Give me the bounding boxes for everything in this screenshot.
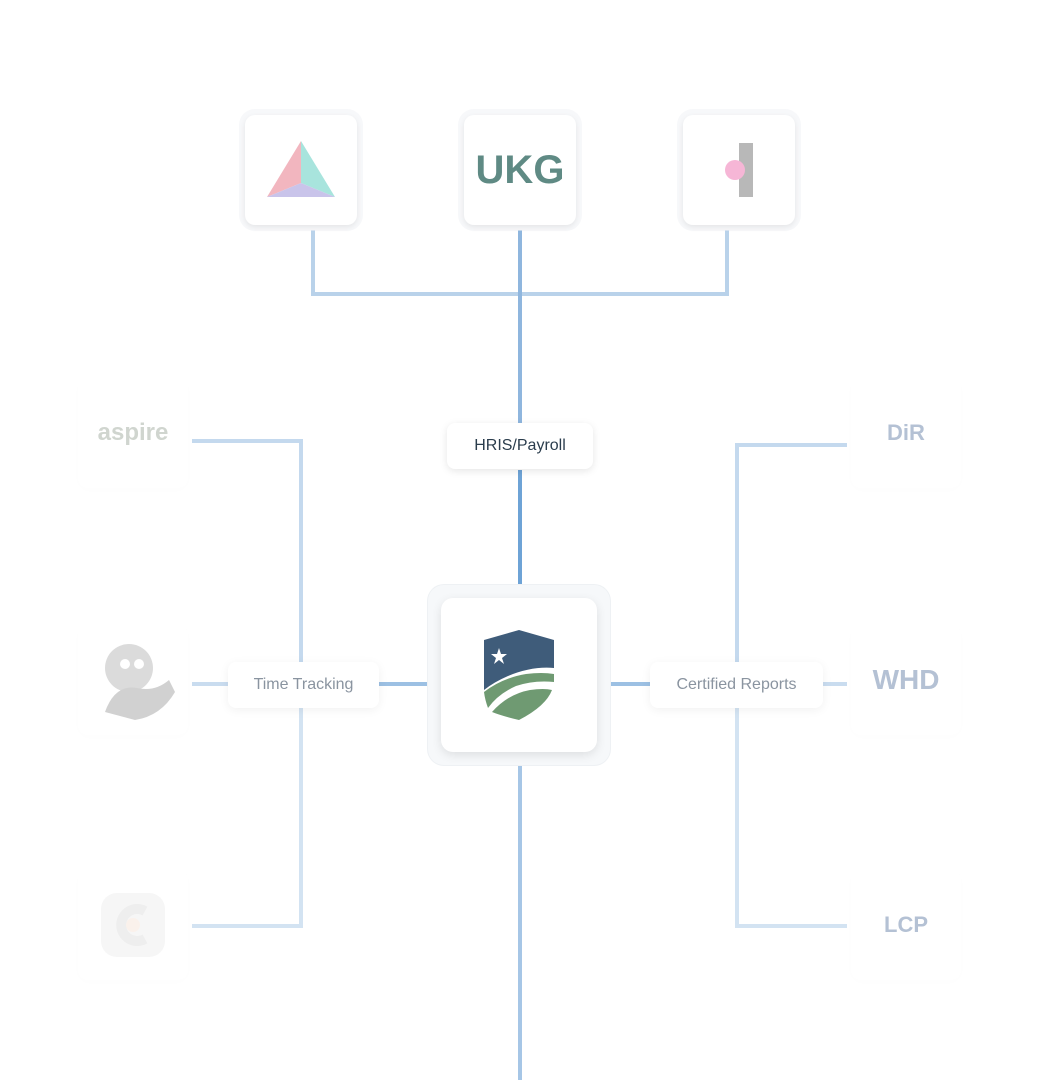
triangle-logo-tile	[245, 115, 357, 225]
mascot-logo-tile	[78, 625, 188, 735]
dir-logo: DiR	[887, 420, 925, 445]
mascot-logo	[105, 644, 175, 720]
time-tracking-label: Time Tracking	[253, 676, 354, 693]
connector-right-lcp	[735, 708, 847, 928]
lcp-logo-tile: LCP	[851, 870, 961, 980]
connector-top-left	[311, 230, 522, 296]
whd-logo: WHD	[872, 664, 940, 695]
shield-logo	[484, 630, 554, 720]
ukg-logo-tile: UKG	[464, 115, 576, 225]
hris-payroll-node: HRIS/Payroll	[447, 423, 593, 469]
connector-right-dir	[735, 443, 847, 664]
connector-left-aspire	[192, 439, 303, 664]
certified-reports-node: Certified Reports	[650, 662, 823, 708]
aspire-logo: aspire	[97, 419, 169, 446]
dot-bar-logo-tile	[683, 115, 795, 225]
dot-bar-logo	[725, 143, 753, 197]
triangle-logo	[267, 141, 335, 197]
lcp-logo: LCP	[884, 912, 928, 937]
time-tracking-node: Time Tracking	[228, 662, 379, 708]
whd-logo-tile: WHD	[851, 625, 961, 735]
certified-reports-label: Certified Reports	[676, 676, 797, 693]
aspire-logo-tile: aspire	[78, 378, 188, 488]
ukg-logo: UKG	[475, 147, 565, 192]
connector-top-right	[518, 230, 729, 296]
dir-logo-tile: DiR	[851, 378, 961, 488]
c-logo-tile	[78, 870, 188, 980]
hris-payroll-label: HRIS/Payroll	[474, 437, 566, 454]
c-logo	[101, 893, 165, 957]
center-node	[441, 598, 597, 752]
connector-left-c	[192, 708, 303, 928]
